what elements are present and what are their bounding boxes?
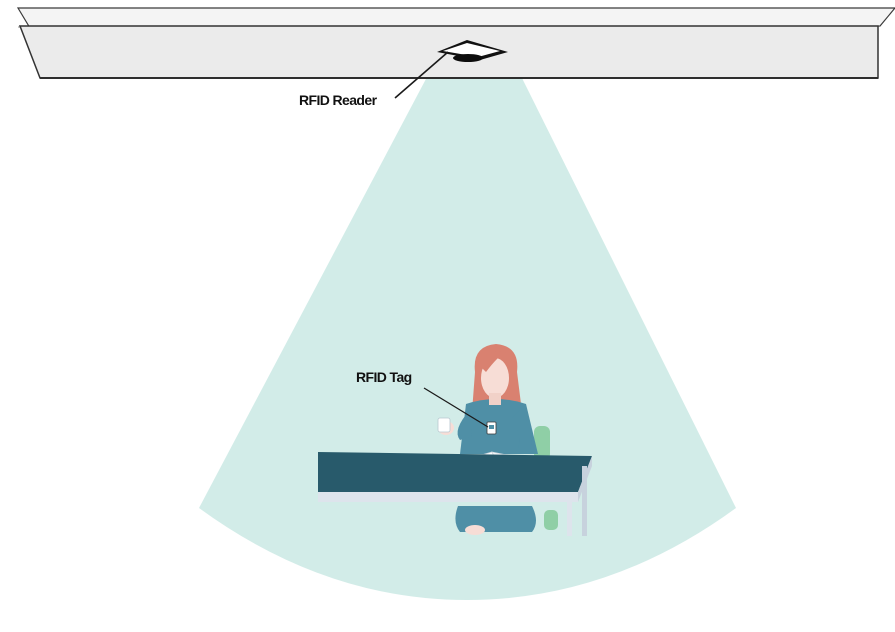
ceiling-panel: [18, 8, 895, 78]
rfid-tag-label: RFID Tag: [356, 369, 412, 385]
id-badge-icon: [487, 422, 496, 434]
rfid-reader-label: RFID Reader: [299, 92, 376, 108]
